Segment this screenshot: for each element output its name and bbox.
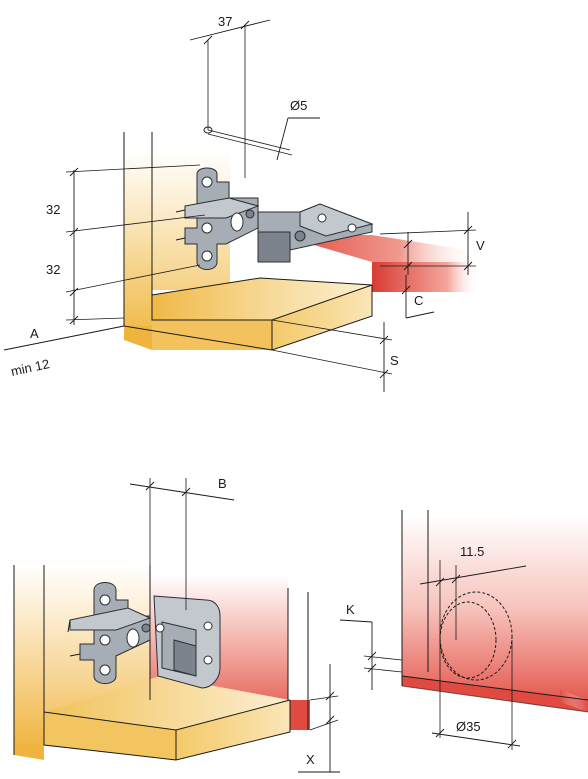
bottom-panel-side [272, 285, 372, 350]
dimension-X: X [298, 664, 340, 773]
label-min12: min 12 [10, 356, 51, 379]
panel-b-left-strip [14, 745, 44, 760]
bottom-right-diagram: 11.5 K Ø35 [339, 510, 588, 750]
mounting-plate-top [175, 167, 260, 270]
panel-left-strip [124, 326, 152, 350]
label-B: B [218, 476, 227, 491]
red-wall-b-front [288, 700, 310, 730]
bottom-panel-top [152, 278, 372, 320]
label-32-upper: 32 [46, 202, 60, 217]
door-edge-r-fade [560, 690, 588, 712]
hinge-cup-bottom [153, 595, 221, 689]
dimension-37: 37 [189, 14, 271, 178]
label-32-lower: 32 [46, 262, 60, 277]
bottom-left-diagram: B X [13, 476, 340, 773]
cup-hole-inner [439, 601, 497, 679]
door-edge-r [402, 676, 588, 712]
door-front-face [372, 262, 480, 292]
label-37: 37 [218, 14, 232, 29]
dimension-K: K [339, 602, 403, 690]
label-K: K [346, 602, 355, 617]
dimension-d5: Ø5 [203, 98, 320, 161]
label-d35: Ø35 [456, 719, 481, 734]
label-X: X [306, 752, 315, 767]
bottom-panel-b-top [44, 676, 290, 730]
door-panel-r [402, 515, 588, 700]
hinge-arm-top [257, 203, 374, 263]
label-S: S [390, 353, 399, 368]
dimension-B: B [129, 476, 235, 610]
label-A: A [30, 326, 39, 341]
mounting-plate-bottom [67, 582, 152, 684]
bottom-panel-b-front [44, 712, 176, 760]
top-diagram: 37 Ø5 32 32 A min 12 [3, 14, 485, 392]
side-panel-b [14, 565, 44, 745]
label-11-5: 11.5 [460, 544, 484, 559]
bottom-panel-b-side [176, 700, 290, 760]
dimension-C: C [401, 275, 435, 319]
label-d5: Ø5 [290, 98, 307, 113]
dimension-S: S [271, 319, 399, 392]
label-V: V [476, 238, 485, 253]
dimension-d35: Ø35 [431, 640, 521, 750]
door-top-face [280, 235, 480, 262]
dimension-32-32-A: 32 32 A min 12 [3, 164, 206, 379]
dimension-V: V [379, 212, 485, 275]
side-panel [124, 150, 152, 326]
bottom-panel-front [152, 320, 272, 350]
dimension-11-5: 11.5 [419, 544, 527, 738]
label-C: C [414, 293, 423, 308]
